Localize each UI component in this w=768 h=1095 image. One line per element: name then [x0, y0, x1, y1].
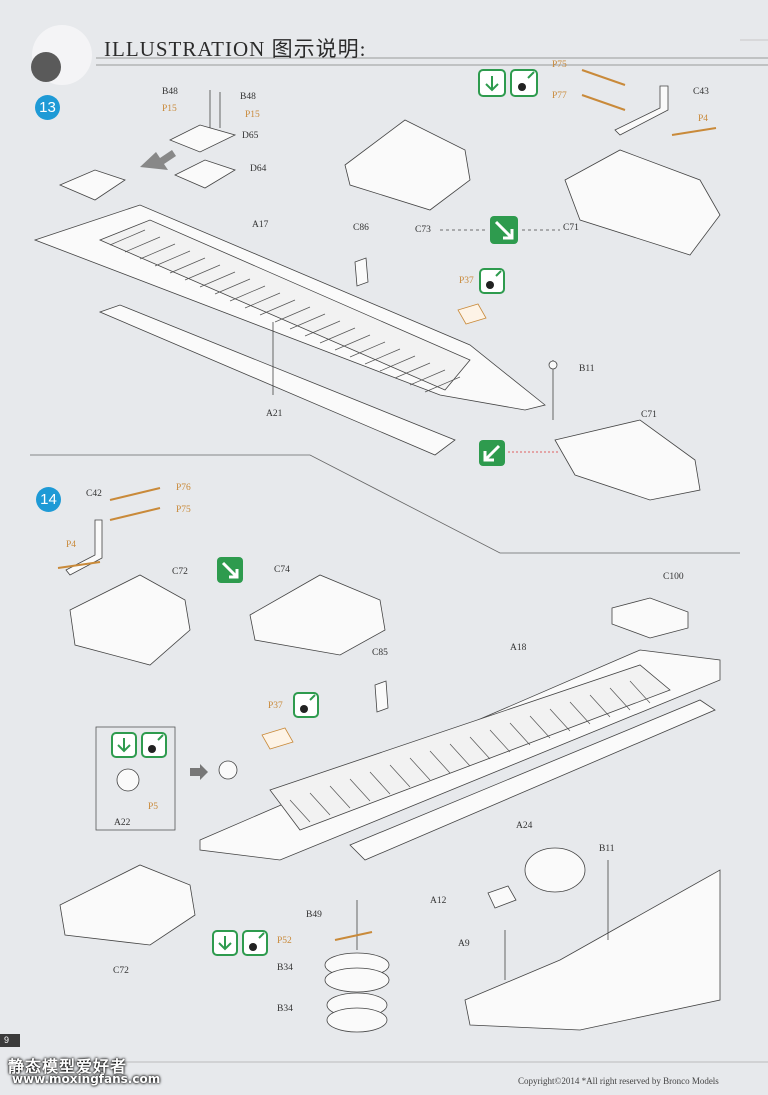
watermark-title: 静态模型爱好者	[8, 1057, 128, 1076]
part-label: P4	[698, 114, 709, 124]
part-label: P5	[148, 802, 159, 812]
instruction-icons	[111, 69, 538, 956]
watermark-url: www.moxingfans.com	[12, 1072, 161, 1086]
part-label: P4	[66, 540, 77, 550]
part-label: C43	[693, 87, 709, 97]
step-13-badge: 13	[35, 95, 60, 120]
part-label: P76	[176, 483, 191, 493]
part-label: P37	[268, 701, 283, 711]
part-label: C85	[372, 648, 388, 658]
part-label: P77	[552, 91, 567, 101]
part-label: C86	[353, 223, 369, 233]
part-label: P75	[176, 505, 191, 515]
copyright-text: Copyright©2014 *All right reserved by Br…	[518, 1076, 719, 1086]
part-label: A22	[114, 818, 131, 828]
part-label: B49	[306, 910, 322, 920]
part-label: A21	[266, 409, 283, 419]
part-label: B48	[240, 92, 256, 102]
part-label: B11	[579, 364, 595, 374]
part-label: A17	[252, 220, 269, 230]
part-label: A9	[458, 939, 470, 949]
page-number: 9	[0, 1034, 20, 1047]
cement-icon	[111, 732, 268, 956]
part-label: B11	[599, 844, 615, 854]
part-label: A12	[430, 896, 447, 906]
header-decoration	[31, 25, 768, 85]
part-label: C74	[274, 565, 290, 575]
part-label: P37	[459, 276, 474, 286]
part-label: C72	[113, 966, 129, 976]
cement-icon	[478, 69, 538, 97]
part-label: A18	[510, 643, 527, 653]
part-label: D64	[250, 164, 267, 174]
part-label: C100	[663, 572, 684, 582]
part-label: P75	[552, 60, 567, 70]
step-14-drawing	[57, 487, 721, 1033]
page-title: ILLUSTRATION 图示说明:	[104, 37, 367, 61]
glue-icon	[293, 268, 505, 718]
part-label: C72	[172, 567, 188, 577]
part-label: A24	[516, 821, 533, 831]
part-label: B48	[162, 87, 178, 97]
part-label: C73	[415, 225, 431, 235]
step-13-drawing	[30, 69, 740, 554]
part-label: P15	[245, 110, 260, 120]
part-label: P52	[277, 936, 292, 946]
part-label: D65	[242, 131, 259, 141]
step-14-badge: 14	[36, 487, 61, 512]
part-label: C42	[86, 489, 102, 499]
part-label: B34	[277, 1004, 293, 1014]
assemble-icon	[217, 216, 518, 583]
part-label: P15	[162, 104, 177, 114]
part-label: B34	[277, 963, 293, 973]
part-label: C71	[641, 410, 657, 420]
part-label: C71	[563, 223, 579, 233]
